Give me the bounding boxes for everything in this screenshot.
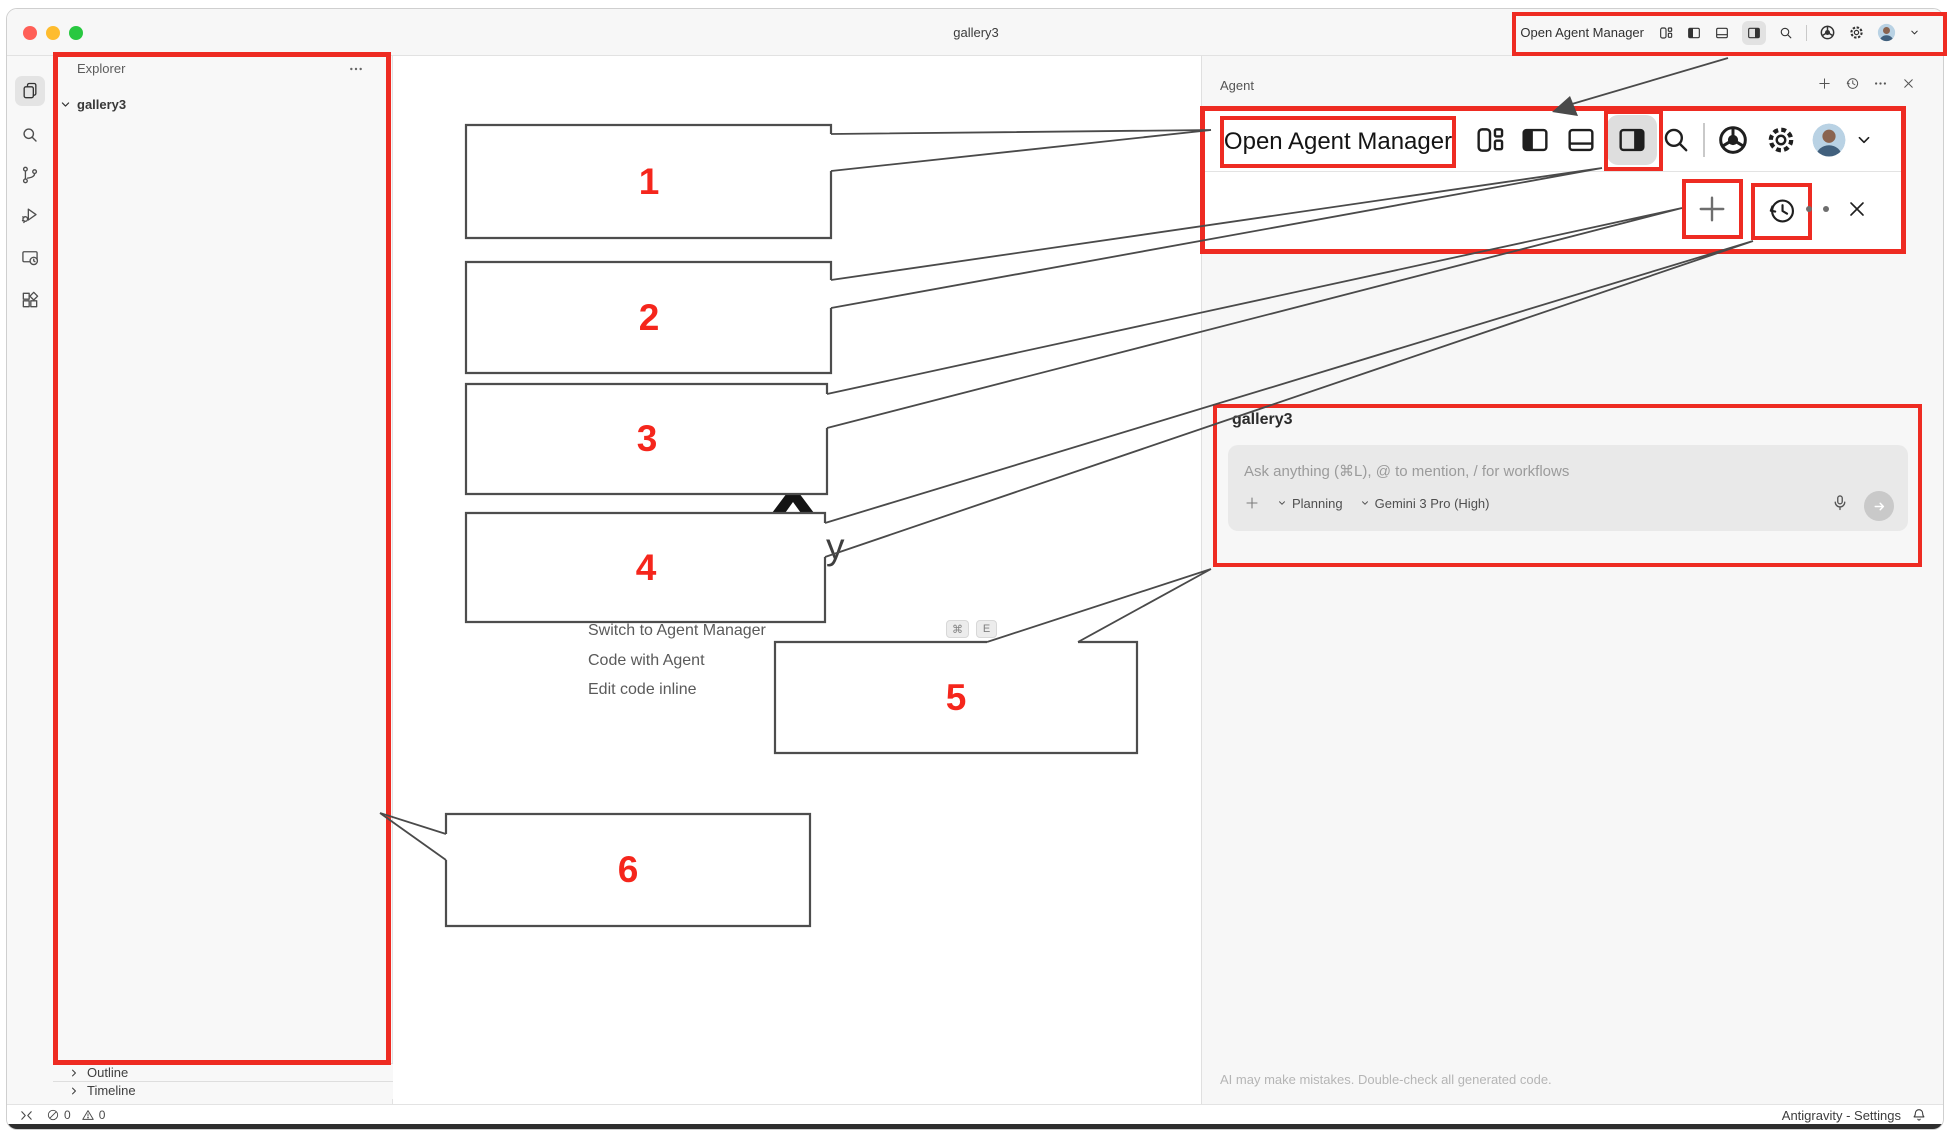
brand-settings-label[interactable]: Antigravity - Settings — [1781, 1107, 1901, 1123]
ellipsis-icon — [1806, 206, 1812, 212]
chevron-right-icon — [67, 1066, 81, 1080]
annotation-box-open-agent-manager: Open Agent Manager — [1220, 116, 1456, 168]
remote-explorer-icon — [20, 248, 40, 268]
open-agent-manager-button[interactable]: Open Agent Manager — [1520, 25, 1644, 40]
enlarged-toolbar-inset: Open Agent Manager — [1200, 106, 1906, 254]
welcome-shortcut-label: Edit code inline — [588, 681, 697, 698]
status-bar: 0 0 Antigravity - Settings — [7, 1104, 1943, 1125]
toolbar-divider — [1703, 123, 1705, 157]
panel-right-toggle-active — [1607, 115, 1657, 165]
chrome-icon — [1716, 123, 1750, 157]
key-e: E — [976, 620, 997, 638]
explorer-title: Explorer — [77, 61, 126, 76]
agent-panel-actions — [1817, 76, 1916, 91]
window-title: gallery3 — [953, 25, 999, 40]
key-cmd: ⌘ — [946, 620, 969, 638]
annotation-box-explorer — [53, 52, 391, 1065]
close-window-button[interactable] — [23, 26, 37, 40]
chevron-right-icon — [67, 1084, 81, 1098]
annotation-box-panel-right-icon — [1604, 110, 1663, 171]
sidebar-item-run-debug[interactable] — [15, 200, 45, 230]
zoom-window-button[interactable] — [69, 26, 83, 40]
outline-label: Outline — [87, 1065, 129, 1080]
welcome-heading-partial: y — [826, 526, 845, 567]
callout-number-2: 2 — [638, 297, 660, 338]
callout-number-6: 6 — [617, 849, 639, 890]
warning-icon — [81, 1108, 95, 1122]
history-icon[interactable] — [1845, 76, 1860, 91]
tree-item-label: gallery3 — [77, 97, 127, 112]
welcome-shortcut-label: Code with Agent — [588, 652, 705, 669]
close-icon[interactable] — [1901, 76, 1916, 91]
explorer-sidebar: Explorer gallery3 Outline Timeline — [53, 56, 393, 1104]
problems-indicator[interactable]: 0 0 — [46, 1108, 105, 1122]
sidebar-item-extensions[interactable] — [15, 285, 45, 315]
files-icon — [20, 81, 40, 101]
status-right: Antigravity - Settings — [1782, 1105, 1927, 1125]
activity-bar — [7, 56, 53, 1104]
callout-number-5: 5 — [945, 677, 967, 718]
panel-left-icon — [1518, 123, 1552, 157]
sidebar-item-explorer[interactable] — [15, 76, 45, 106]
sidebar-item-remote-explorer[interactable] — [15, 243, 45, 273]
welcome-shortcut-label: Switch to Agent Manager — [588, 622, 766, 639]
antigravity-logo — [769, 493, 817, 517]
agent-panel-title: Agent — [1220, 78, 1254, 93]
timeline-label: Timeline — [87, 1083, 136, 1098]
gear-icon — [1764, 123, 1798, 157]
annotation-box-composer — [1213, 404, 1922, 567]
search-icon — [1659, 123, 1693, 157]
avatar — [1811, 122, 1847, 158]
annotation-box-titlebar-toolbar — [1512, 12, 1947, 56]
run-debug-icon — [20, 205, 40, 225]
plus-icon[interactable] — [1817, 76, 1832, 91]
command-center-cluster: Open Agent Manager — [1520, 9, 1921, 56]
close-icon — [1845, 197, 1869, 221]
customize-layout-icon — [1473, 123, 1507, 157]
warning-count: 0 — [98, 1108, 106, 1122]
ellipsis-icon — [1823, 206, 1829, 212]
open-agent-manager-label: Open Agent Manager — [1223, 128, 1453, 155]
panel-right-toggle[interactable] — [1742, 20, 1766, 45]
ai-disclaimer: AI may make mistakes. Double-check all g… — [1220, 1072, 1552, 1087]
toolbar-divider — [1806, 24, 1807, 41]
panel-bottom-icon — [1564, 123, 1598, 157]
annotation-box-history-icon — [1751, 183, 1812, 240]
window-bottom-edge — [7, 1124, 1943, 1129]
annotation-box-plus-icon — [1682, 179, 1743, 239]
bell-icon[interactable] — [1911, 1107, 1927, 1123]
error-icon — [46, 1108, 60, 1122]
title-bar: gallery3 Open Agent Manager — [7, 9, 1943, 56]
send-button[interactable] — [1864, 491, 1894, 521]
callout-number-1: 1 — [638, 161, 660, 202]
sidebar-item-source-control[interactable] — [15, 160, 45, 190]
remote-icon[interactable] — [19, 1108, 34, 1123]
callout-number-4: 4 — [635, 547, 657, 588]
source-control-icon — [20, 165, 40, 185]
error-count: 0 — [64, 1108, 71, 1122]
ellipsis-icon[interactable] — [1873, 76, 1888, 91]
sidebar-item-search[interactable] — [15, 120, 45, 150]
search-icon — [20, 125, 40, 145]
status-left: 0 0 — [19, 1105, 105, 1125]
inset-divider — [1205, 171, 1901, 172]
tree-item-root[interactable]: gallery3 — [58, 97, 126, 112]
timeline-section[interactable]: Timeline — [53, 1081, 393, 1099]
callout-number-3: 3 — [636, 418, 658, 459]
outline-section[interactable]: Outline — [53, 1063, 393, 1081]
minimize-window-button[interactable] — [46, 26, 60, 40]
editor-area: y Switch to Agent Manager Code with Agen… — [393, 56, 1201, 1104]
chevron-down-icon — [1853, 129, 1875, 151]
extensions-icon — [20, 290, 40, 310]
